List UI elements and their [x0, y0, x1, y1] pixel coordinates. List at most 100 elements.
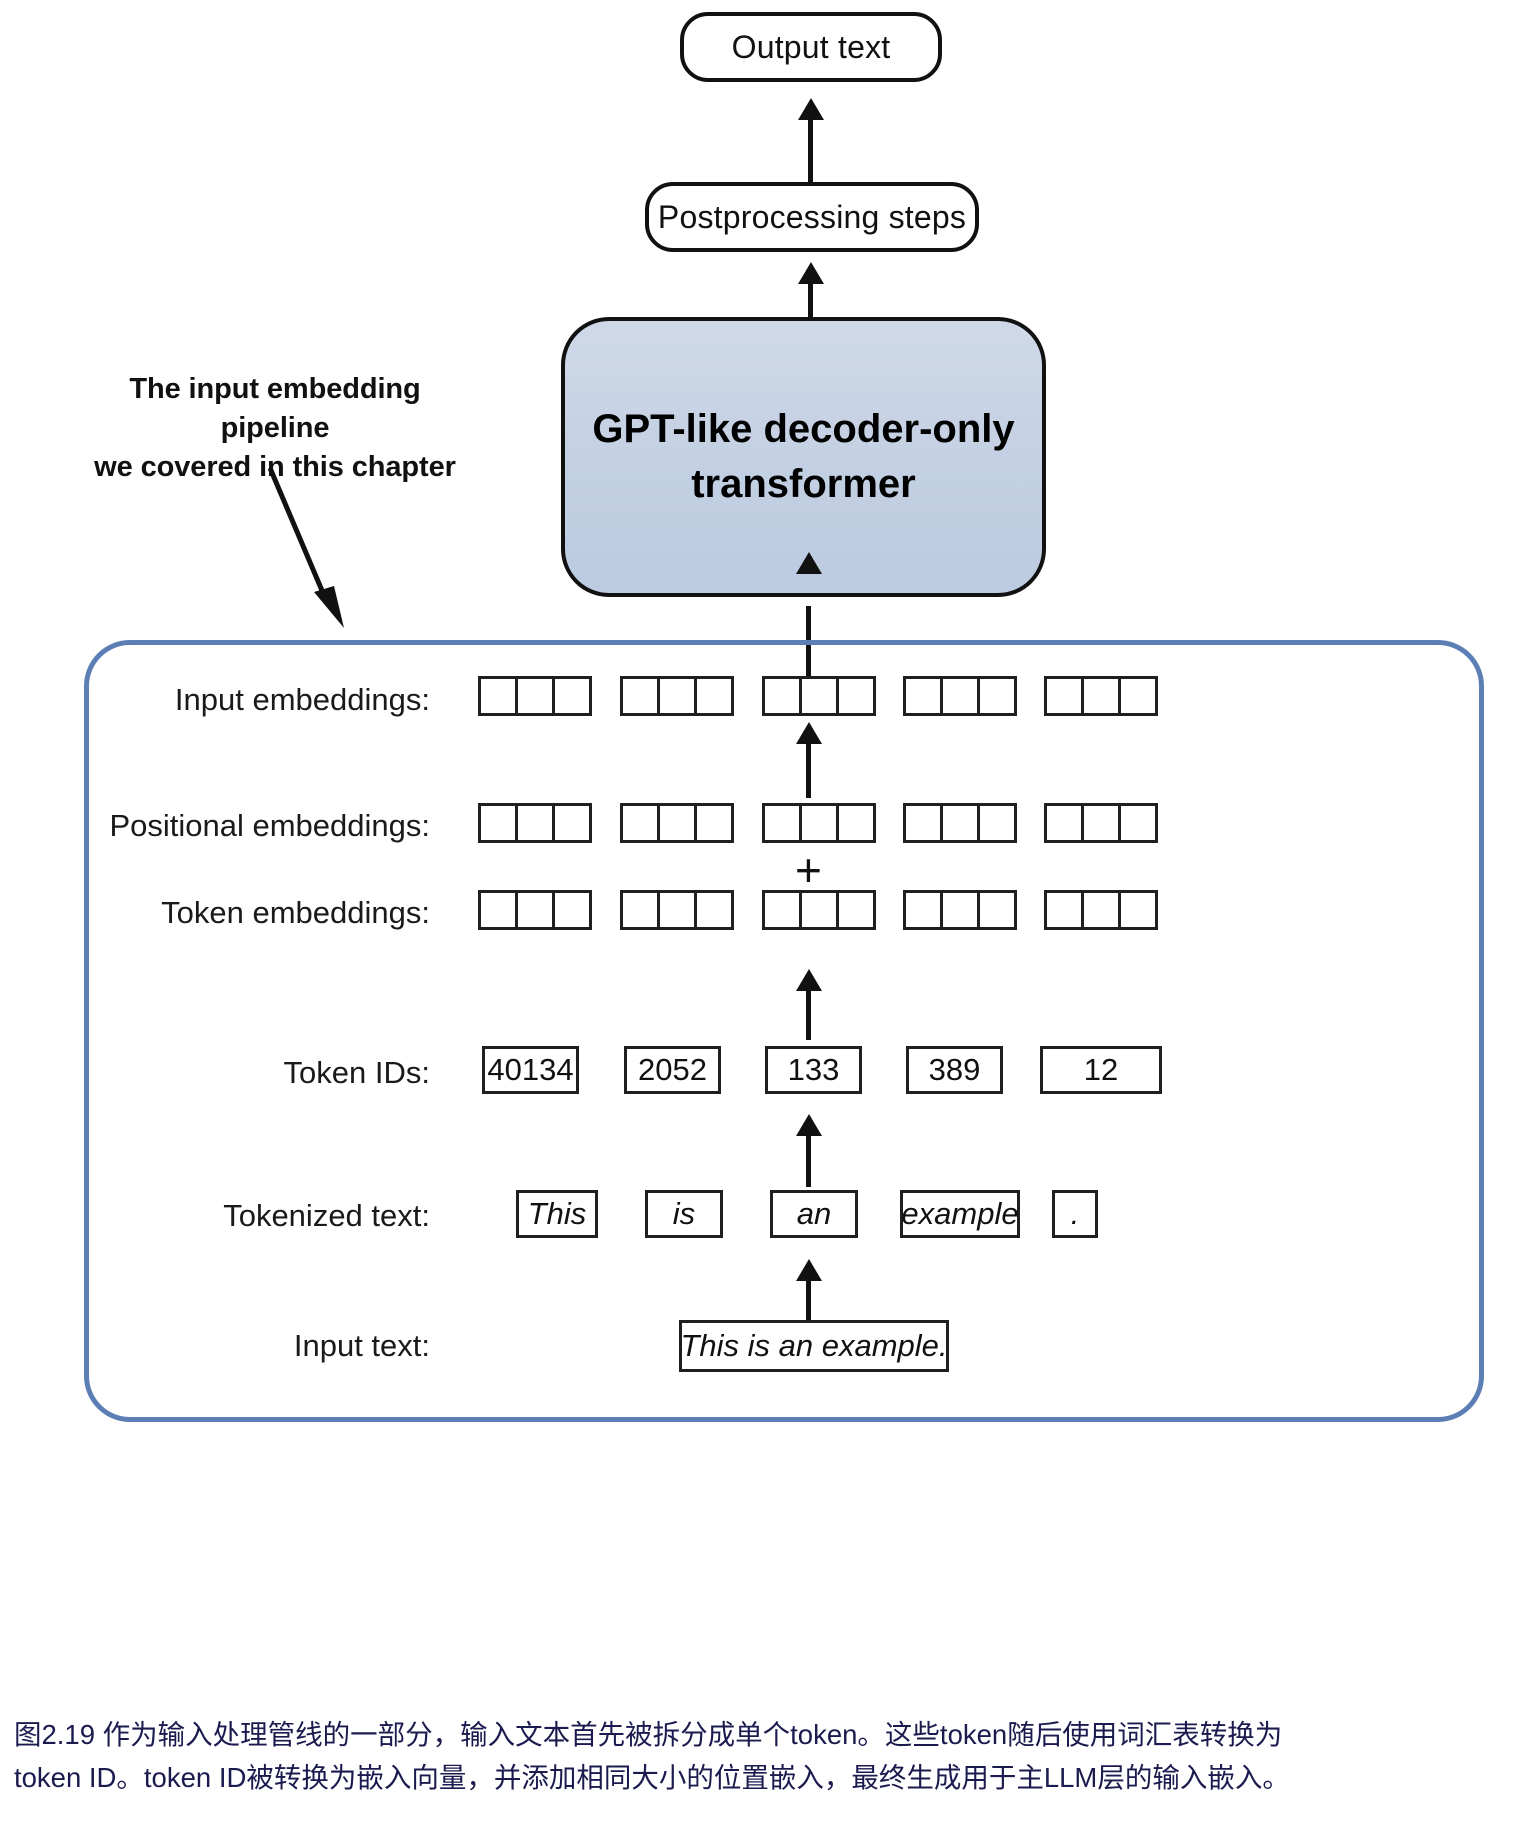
input-embeddings-group-2 — [620, 676, 734, 716]
token-id-box-1: 40134 — [482, 1046, 579, 1094]
embedding-cell — [657, 676, 697, 716]
embedding-cell — [940, 676, 980, 716]
embedding-cell — [762, 890, 802, 930]
row-label-input-embeddings: Input embeddings: — [174, 682, 430, 717]
embedding-cell — [515, 676, 555, 716]
token-box-2: is — [645, 1190, 723, 1238]
row-label-token-embeddings: Token embeddings: — [161, 895, 430, 930]
positional-embeddings-group-5 — [1044, 803, 1158, 843]
token-id-box-5: 12 — [1040, 1046, 1162, 1094]
token-embeddings-group-1 — [478, 890, 592, 930]
input-embeddings-group-5 — [1044, 676, 1158, 716]
arrow-postprocessing-to-output-head — [798, 98, 824, 120]
embedding-cell — [903, 676, 943, 716]
embedding-cell — [977, 676, 1017, 716]
embedding-cell — [515, 890, 555, 930]
token-box-5: . — [1052, 1190, 1098, 1238]
embedding-cell — [1118, 676, 1158, 716]
input-embeddings-group-4 — [903, 676, 1017, 716]
input-embedding-pipeline-container — [84, 640, 1484, 1422]
input-embeddings-group-3 — [762, 676, 876, 716]
embedding-cell — [762, 803, 802, 843]
row-label-tokenized-text: Tokenized text: — [223, 1198, 430, 1233]
token-box-3: an — [770, 1190, 858, 1238]
embedding-cell — [836, 803, 876, 843]
positional-embeddings-group-4 — [903, 803, 1017, 843]
embedding-cell — [1044, 890, 1084, 930]
embedding-cell — [903, 890, 943, 930]
positional-embeddings-group-2 — [620, 803, 734, 843]
arrow-embeddings-to-transformer-head — [796, 552, 822, 574]
figure-caption: 图2.19 作为输入处理管线的一部分，输入文本首先被拆分成单个token。这些t… — [14, 1714, 1504, 1799]
arrow-sum-to-input-embeddings-head — [796, 722, 822, 744]
output-text-label: Output text — [731, 28, 891, 65]
embedding-cell — [694, 803, 734, 843]
token-id-box-4: 389 — [906, 1046, 1003, 1094]
token-id-box-2: 2052 — [624, 1046, 721, 1094]
output-text-box: Output text — [680, 12, 942, 82]
embedding-cell — [694, 890, 734, 930]
embedding-cell — [799, 676, 839, 716]
embedding-cell — [1081, 890, 1121, 930]
embedding-cell — [694, 676, 734, 716]
token-id-box-3: 133 — [765, 1046, 862, 1094]
caption-line-1: 图2.19 作为输入处理管线的一部分，输入文本首先被拆分成单个token。这些t… — [14, 1719, 1283, 1750]
plus-symbol: + — [795, 844, 822, 896]
embedding-cell — [977, 890, 1017, 930]
row-label-positional-embeddings: Positional embeddings: — [109, 808, 430, 843]
gpt-transformer-box: GPT-like decoder-only transformer — [561, 317, 1046, 597]
row-label-input-text: Input text: — [293, 1328, 430, 1363]
arrow-tokenids-to-embeddings-shaft — [806, 990, 811, 1040]
embedding-cell — [478, 676, 518, 716]
input-text-box: This is an example. — [679, 1320, 949, 1372]
embedding-cell — [515, 803, 555, 843]
embedding-cell — [903, 803, 943, 843]
embedding-cell — [620, 676, 660, 716]
embedding-cell — [552, 890, 592, 930]
embedding-cell — [1044, 676, 1084, 716]
token-embeddings-group-2 — [620, 890, 734, 930]
embedding-cell — [657, 890, 697, 930]
caption-line-2: token ID。token ID被转换为嵌入向量，并添加相同大小的位置嵌入，最… — [14, 1761, 1290, 1793]
embedding-cell — [1118, 803, 1158, 843]
embedding-cell — [1081, 676, 1121, 716]
annotation-arrow-icon — [267, 467, 344, 628]
token-box-1: This — [516, 1190, 598, 1238]
embedding-cell — [1118, 890, 1158, 930]
token-box-4: example — [900, 1190, 1020, 1238]
embedding-cell — [1044, 803, 1084, 843]
embedding-cell — [552, 803, 592, 843]
token-embeddings-group-5 — [1044, 890, 1158, 930]
embedding-cell — [620, 890, 660, 930]
arrow-sum-to-input-embeddings-shaft — [806, 742, 811, 798]
positional-embeddings-group-3 — [762, 803, 876, 843]
embedding-cell — [836, 890, 876, 930]
embedding-cell — [478, 803, 518, 843]
embedding-cell — [799, 803, 839, 843]
embedding-cell — [977, 803, 1017, 843]
token-embeddings-group-3 — [762, 890, 876, 930]
embedding-cell — [478, 890, 518, 930]
postprocessing-box: Postprocessing steps — [645, 182, 979, 252]
embedding-cell — [620, 803, 660, 843]
arrow-tokenids-to-embeddings-head — [796, 969, 822, 991]
arrow-transformer-to-postprocessing-shaft — [808, 282, 813, 322]
gpt-transformer-label: GPT-like decoder-only transformer — [592, 406, 1015, 506]
positional-embeddings-group-1 — [478, 803, 592, 843]
arrow-inputtext-to-tokens-head — [796, 1259, 822, 1281]
pipeline-annotation: The input embedding pipeline we covered … — [94, 373, 456, 484]
embedding-cell — [940, 890, 980, 930]
embedding-cell — [657, 803, 697, 843]
arrow-transformer-to-postprocessing-head — [798, 262, 824, 284]
embedding-cell — [799, 890, 839, 930]
embedding-cell — [836, 676, 876, 716]
embedding-cell — [762, 676, 802, 716]
embedding-cell — [1081, 803, 1121, 843]
arrow-inputtext-to-tokens-shaft — [806, 1280, 811, 1332]
input-embeddings-group-1 — [478, 676, 592, 716]
embedding-cell — [940, 803, 980, 843]
postprocessing-label: Postprocessing steps — [657, 198, 967, 235]
token-embeddings-group-4 — [903, 890, 1017, 930]
embedding-cell — [552, 676, 592, 716]
arrow-postprocessing-to-output-shaft — [808, 112, 813, 182]
